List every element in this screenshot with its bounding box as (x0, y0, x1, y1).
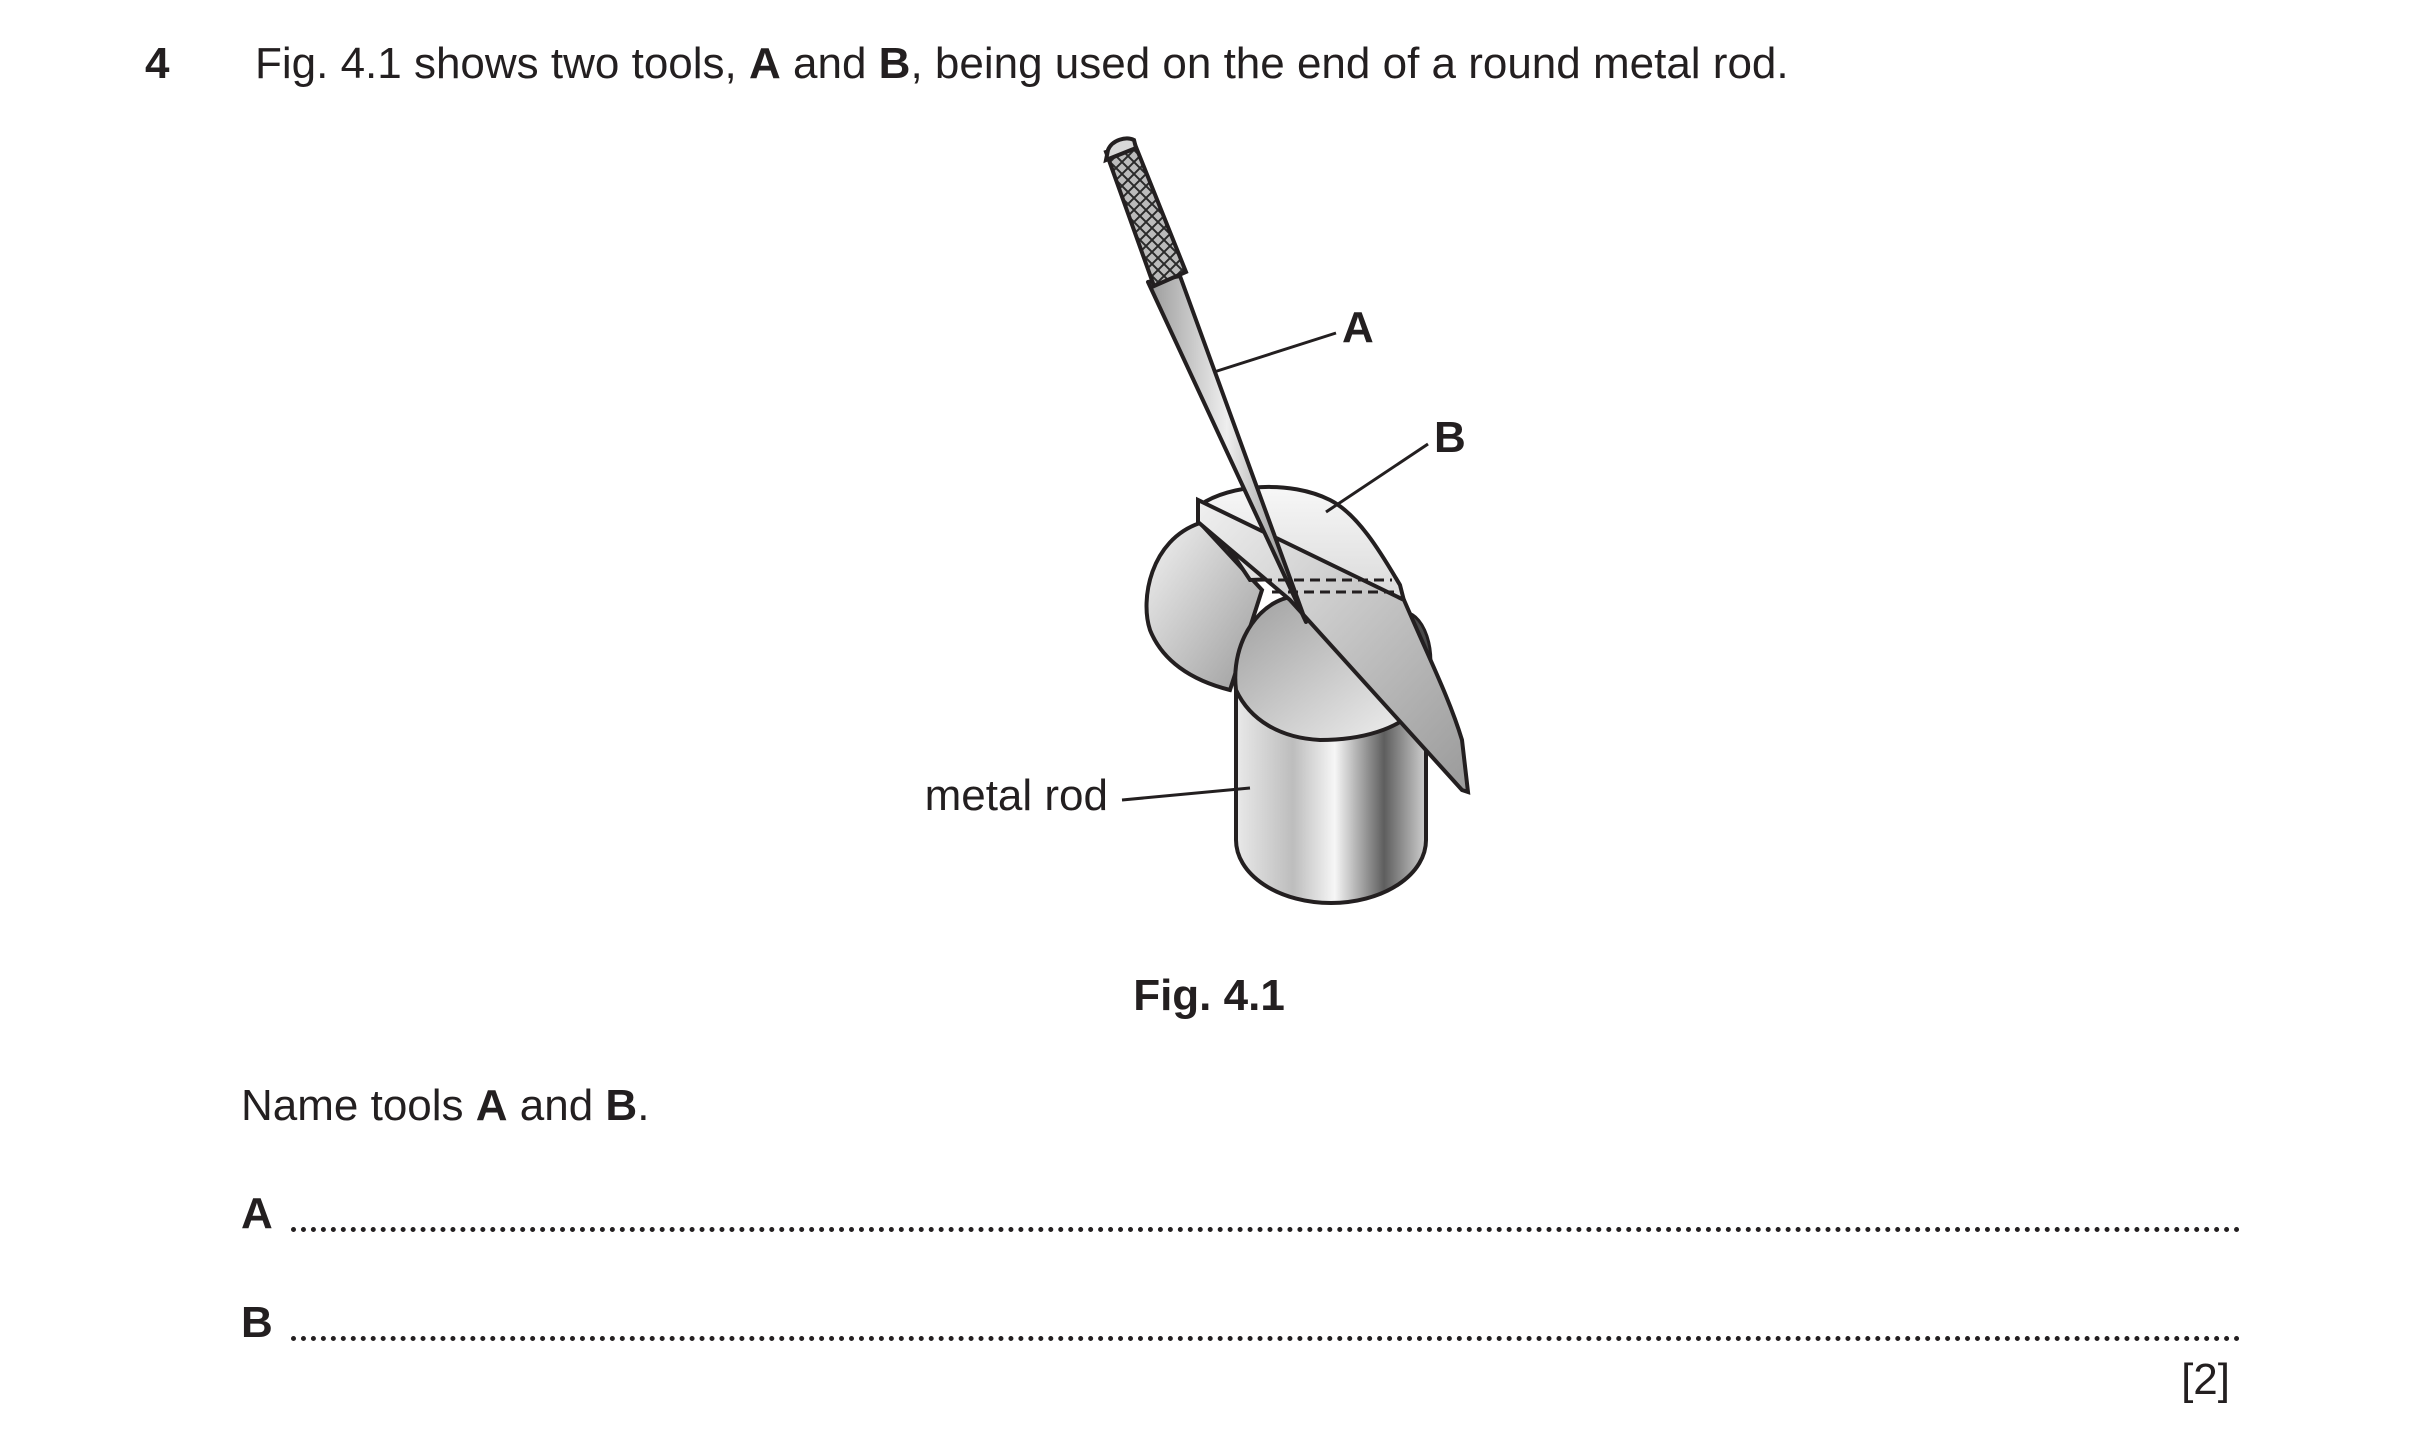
answer-line-b[interactable] (291, 1336, 2241, 1341)
intro-tool-b: B (878, 39, 911, 88)
answer-label-b: B (241, 1298, 273, 1347)
tool-a-end-cap (1103, 136, 1139, 164)
rod-body (1234, 688, 1428, 905)
prompt-tool-a: A (475, 1081, 508, 1130)
marks-allocation: [2] (2181, 1355, 2230, 1404)
question-number: 4 (145, 39, 170, 88)
leader-line-rod (1121, 786, 1251, 802)
tool-a-handle (1103, 139, 1189, 289)
tool-b-blade (1196, 496, 1471, 795)
prompt-text-2: and (507, 1081, 606, 1130)
answer-line-a[interactable] (291, 1227, 2241, 1232)
intro-text-2: and (780, 39, 879, 88)
intro-text-3: , being used on the end of a round metal… (910, 39, 1789, 88)
leader-line-b (1325, 442, 1429, 514)
prompt-text-1: Name tools (241, 1081, 476, 1130)
tool-b-left-flap (1144, 520, 1265, 693)
label-metal-rod: metal rod (925, 771, 1108, 820)
answer-row-b: B (241, 1295, 2241, 1351)
prompt-tool-b: B (605, 1081, 638, 1130)
figure-caption: Fig. 4.1 (1133, 971, 1285, 1020)
answer-row-a: A (241, 1186, 2241, 1242)
label-tool-a: A (1342, 303, 1374, 352)
question-prompt: Name tools A and B. (241, 1078, 649, 1134)
answer-label-a: A (241, 1189, 273, 1238)
intro-text-1: Fig. 4.1 shows two tools, (255, 39, 749, 88)
leader-line-a (1213, 331, 1337, 374)
intro-tool-a: A (749, 39, 781, 88)
prompt-text-3: . (637, 1081, 650, 1130)
label-tool-b: B (1434, 413, 1466, 462)
question-intro: Fig. 4.1 shows two tools, A and B, being… (255, 36, 1789, 92)
